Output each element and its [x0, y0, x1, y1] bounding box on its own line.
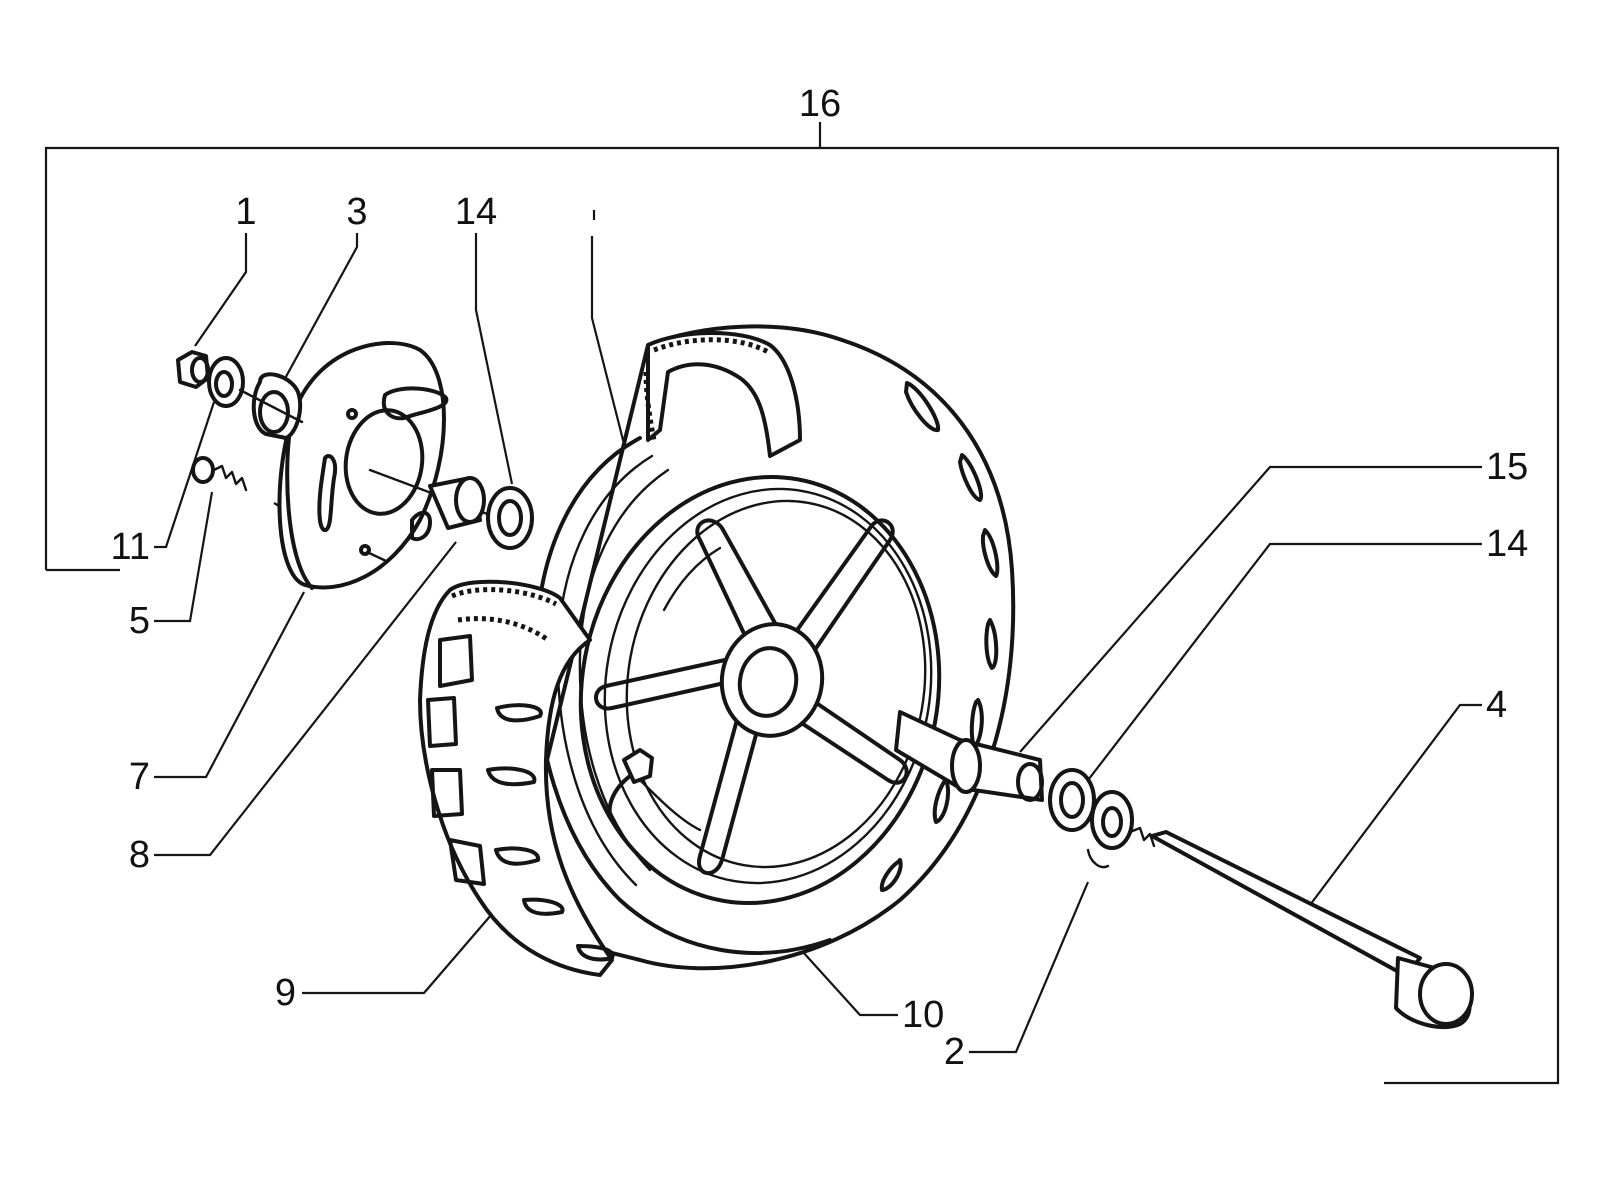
label-14-left: 14: [455, 191, 497, 233]
label-7: 7: [129, 756, 150, 798]
label-10: 10: [902, 994, 944, 1036]
label-5: 5: [129, 600, 150, 642]
spacer-part: [238, 372, 304, 440]
label-9: 9: [275, 972, 296, 1014]
label-2: 2: [944, 1031, 965, 1073]
left-bearing-group: [368, 468, 534, 550]
washer-part: [207, 356, 245, 408]
axle-part: [1128, 826, 1474, 1030]
label-15: 15: [1486, 446, 1528, 488]
label-1: 1: [235, 191, 256, 233]
leader-lines: [154, 210, 1482, 1054]
assembly-bracket: [44, 122, 1560, 1085]
label-4: 4: [1486, 684, 1507, 726]
label-14-right: 14: [1486, 523, 1528, 565]
label-8: 8: [129, 834, 150, 876]
screw-part: [191, 456, 248, 492]
wheel-tire: [418, 324, 1016, 977]
nut-part: [176, 350, 210, 389]
callout-labels: 16 1 3 14 15 14 4 11 5 7 8 9 10 2: [111, 83, 1529, 1073]
right-bearing: [1048, 768, 1096, 832]
seal-part: [1086, 790, 1134, 869]
label-16: 16: [799, 83, 841, 125]
axle-spacer: [894, 710, 1044, 802]
label-11: 11: [111, 526, 150, 568]
hub-plate: [277, 341, 449, 590]
label-3: 3: [346, 191, 367, 233]
